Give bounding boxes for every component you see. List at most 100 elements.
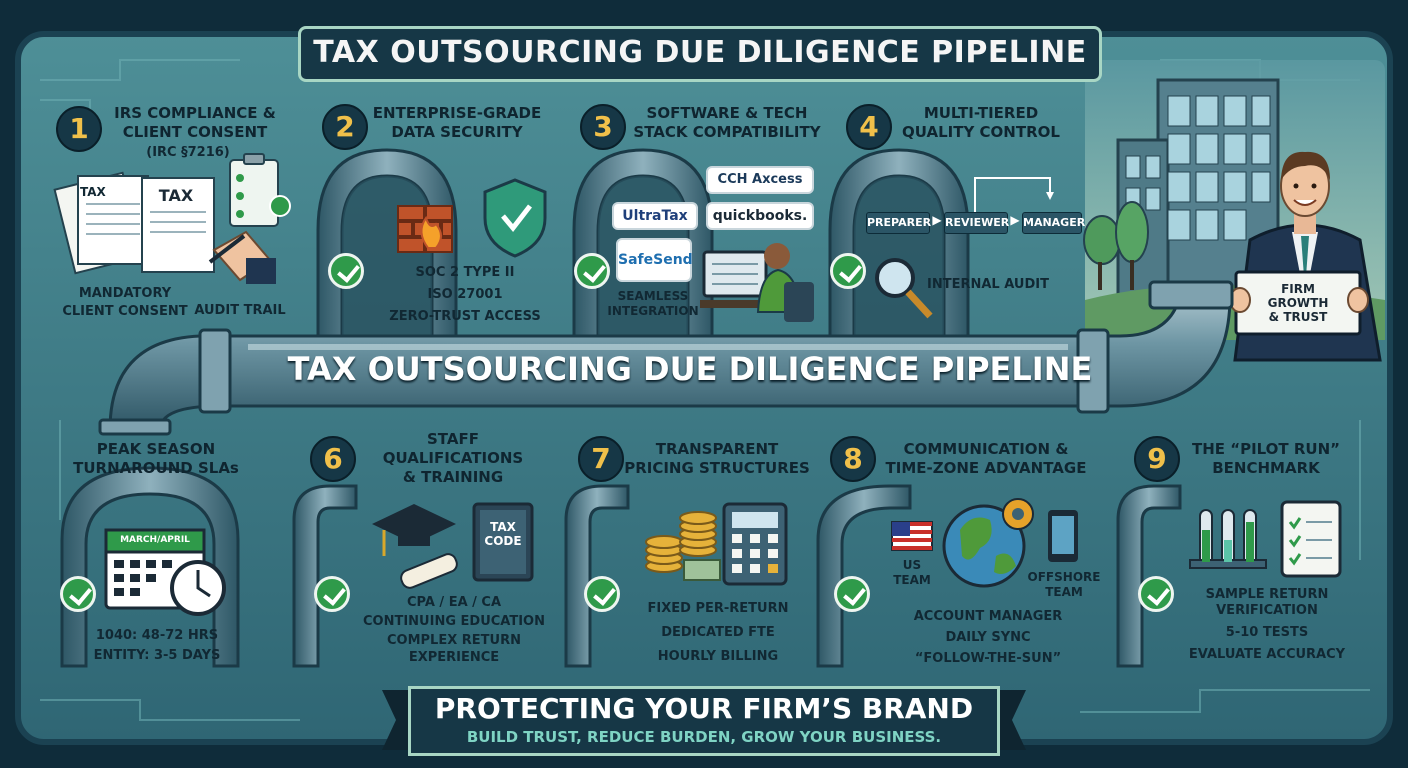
book-line2: CODE: [484, 534, 522, 548]
ultratax-logo: UltraTax: [612, 202, 698, 230]
sign-line1: FIRM: [1281, 282, 1315, 296]
soc2-label: SOC 2 TYPE II: [415, 265, 515, 280]
us-team-label: US TEAM: [884, 558, 940, 588]
step-6-title-line3: & TRAINING: [402, 468, 504, 486]
mandatory-consent-line2: CLIENT CONSENT: [62, 304, 188, 319]
step-4-title: MULTI-TIERED QUALITY CONTROL: [886, 104, 1076, 142]
cpa-ea-ca-label: CPA / EA / CA: [406, 595, 502, 610]
step-8-number: 8: [830, 436, 876, 482]
step-5-title-line2: TURNAROUND SLAs: [73, 459, 239, 477]
step-9-number: 9: [1134, 436, 1180, 482]
step-6-title-line2: QUALIFICATIONS: [382, 449, 524, 467]
step-3-check-icon: [574, 253, 610, 289]
step-5-items: 1040: 48-72 HRS ENTITY: 3-5 DAYS: [82, 626, 232, 666]
us-line: US: [902, 558, 922, 572]
step-7-items: FIXED PER-RETURN DEDICATED FTE HOURLY BI…: [636, 597, 800, 669]
flow-manager: MANAGER: [1022, 212, 1085, 234]
follow-the-sun-label: “FOLLOW-THE-SUN”: [914, 651, 1062, 666]
step-8-title: COMMUNICATION & TIME-ZONE ADVANTAGE: [872, 440, 1100, 478]
flow-arrow-1: ▶: [932, 213, 942, 227]
step-9-items: SAMPLE RETURN VERIFICATION 5-10 TESTS EV…: [1184, 587, 1350, 663]
hourly-billing-label: HOURLY BILLING: [657, 649, 779, 664]
step-8-title-line2: TIME-ZONE ADVANTAGE: [885, 459, 1087, 477]
offshore-team-label: OFFSHORE TEAM: [1022, 570, 1106, 600]
page-title: TAX OUTSOURCING DUE DILIGENCE PIPELINE: [313, 35, 1087, 70]
footer-banner: [408, 686, 1000, 756]
step-7-title: TRANSPARENT PRICING STRUCTURES: [620, 440, 814, 478]
step-7-title-line2: PRICING STRUCTURES: [624, 459, 810, 477]
internal-audit-label: INTERNAL AUDIT: [927, 277, 1049, 292]
mandatory-consent-label: MANDATORY CLIENT CONSENT: [50, 285, 200, 321]
iso-label: ISO 27001: [427, 287, 503, 302]
step-9-title: THE “PILOT RUN” BENCHMARK: [1176, 440, 1356, 478]
fixed-per-return-label: FIXED PER-RETURN: [647, 601, 789, 616]
sample-return-label: SAMPLE RETURN: [1205, 587, 1329, 602]
quickbooks-logo: quickbooks.: [706, 202, 814, 230]
mandatory-consent-line1: MANDATORY: [78, 286, 172, 301]
step-1-title-line2: CLIENT CONSENT: [122, 123, 268, 141]
offshore-line: OFFSHORE: [1027, 570, 1101, 584]
us-team-line: TEAM: [893, 573, 931, 587]
step-7-title-line1: TRANSPARENT: [655, 440, 779, 458]
step-2-title-line1: ENTERPRISE-GRADE: [372, 104, 542, 122]
calendar-label: MARCH/APRIL: [120, 535, 190, 545]
step-5-title-line1: PEAK SEASON: [96, 440, 216, 458]
continuing-education-label: CONTINUING EDUCATION: [363, 614, 545, 629]
title-banner: [298, 26, 1102, 82]
firm-growth-sign: FIRM GROWTH & TRUST: [1238, 282, 1358, 324]
businessman: [1229, 151, 1382, 362]
step-2-check-icon: [328, 253, 364, 289]
step-5-title: PEAK SEASON TURNAROUND SLAs: [56, 440, 256, 478]
zero-trust-label: ZERO-TRUST ACCESS: [389, 309, 541, 324]
step-4-title-line1: MULTI-TIERED: [923, 104, 1039, 122]
step-3-title-line1: SOFTWARE & TECH: [646, 104, 808, 122]
step-1-title-line1: IRS COMPLIANCE &: [114, 104, 276, 122]
account-manager-label: ACCOUNT MANAGER: [913, 609, 1063, 624]
step-3-title: SOFTWARE & TECH STACK COMPATIBILITY: [622, 104, 832, 142]
flow-arrow-2: ▶: [1010, 213, 1020, 227]
tax-form-label-1: TAX: [80, 185, 106, 199]
book-line1: TAX: [490, 520, 516, 534]
seamless-integration-label: SEAMLESS INTEGRATION: [600, 289, 706, 319]
step-2-items: SOC 2 TYPE II ISO 27001 ZERO-TRUST ACCES…: [380, 262, 550, 328]
dedicated-fte-label: DEDICATED FTE: [661, 625, 775, 640]
tests-label: 5-10 TESTS: [1225, 625, 1309, 640]
complex-return-label: COMPLEX RETURN: [387, 633, 521, 648]
step-4-check-icon: [830, 253, 866, 289]
step-1-number: 1: [56, 106, 102, 152]
step-8-items: ACCOUNT MANAGER DAILY SYNC “FOLLOW-THE-S…: [896, 606, 1080, 669]
sla-entity-label: ENTITY: 3-5 DAYS: [93, 648, 221, 663]
verification-label: VERIFICATION: [1216, 603, 1318, 618]
step-9-title-line1: THE “PILOT RUN”: [1191, 440, 1341, 458]
audit-trail-label: AUDIT TRAIL: [194, 303, 286, 318]
sign-line3: & TRUST: [1268, 310, 1328, 324]
step-2-title: ENTERPRISE-GRADE DATA SECURITY: [362, 104, 552, 142]
step-1-title: IRS COMPLIANCE & CLIENT CONSENT: [100, 104, 290, 142]
offshore-team-line: TEAM: [1045, 585, 1083, 599]
step-4-title-line2: QUALITY CONTROL: [902, 123, 1060, 141]
step-6-items: CPA / EA / CA CONTINUING EDUCATION COMPL…: [354, 594, 554, 666]
step-9-check-icon: [1138, 576, 1174, 612]
tax-form-label-2: TAX: [158, 186, 194, 205]
experience-label: EXPERIENCE: [408, 650, 500, 665]
step-3-number: 3: [580, 104, 626, 150]
daily-sync-label: DAILY SYNC: [945, 630, 1031, 645]
step-7-check-icon: [584, 576, 620, 612]
step-6-title: STAFF QUALIFICATIONS & TRAINING: [368, 430, 538, 487]
step-2-title-line2: DATA SECURITY: [391, 123, 523, 141]
step-6-number: 6: [310, 436, 356, 482]
step-8-check-icon: [834, 576, 870, 612]
pipe-title: TAX OUTSOURCING DUE DILIGENCE PIPELINE: [287, 350, 1093, 388]
safesend-logo: SafeSend: [616, 238, 693, 282]
sign-line2: GROWTH: [1267, 296, 1329, 310]
step-9-title-line2: BENCHMARK: [1212, 459, 1320, 477]
flow-reviewer: REVIEWER: [944, 212, 1009, 234]
step-5-check-icon: [60, 576, 96, 612]
cch-axcess-logo: CCH Axcess: [706, 166, 814, 194]
integration-line: INTEGRATION: [607, 304, 699, 318]
evaluate-accuracy-label: EVALUATE ACCURACY: [1188, 647, 1346, 662]
step-7-number: 7: [578, 436, 624, 482]
tax-code-book-label: TAX CODE: [480, 520, 526, 548]
